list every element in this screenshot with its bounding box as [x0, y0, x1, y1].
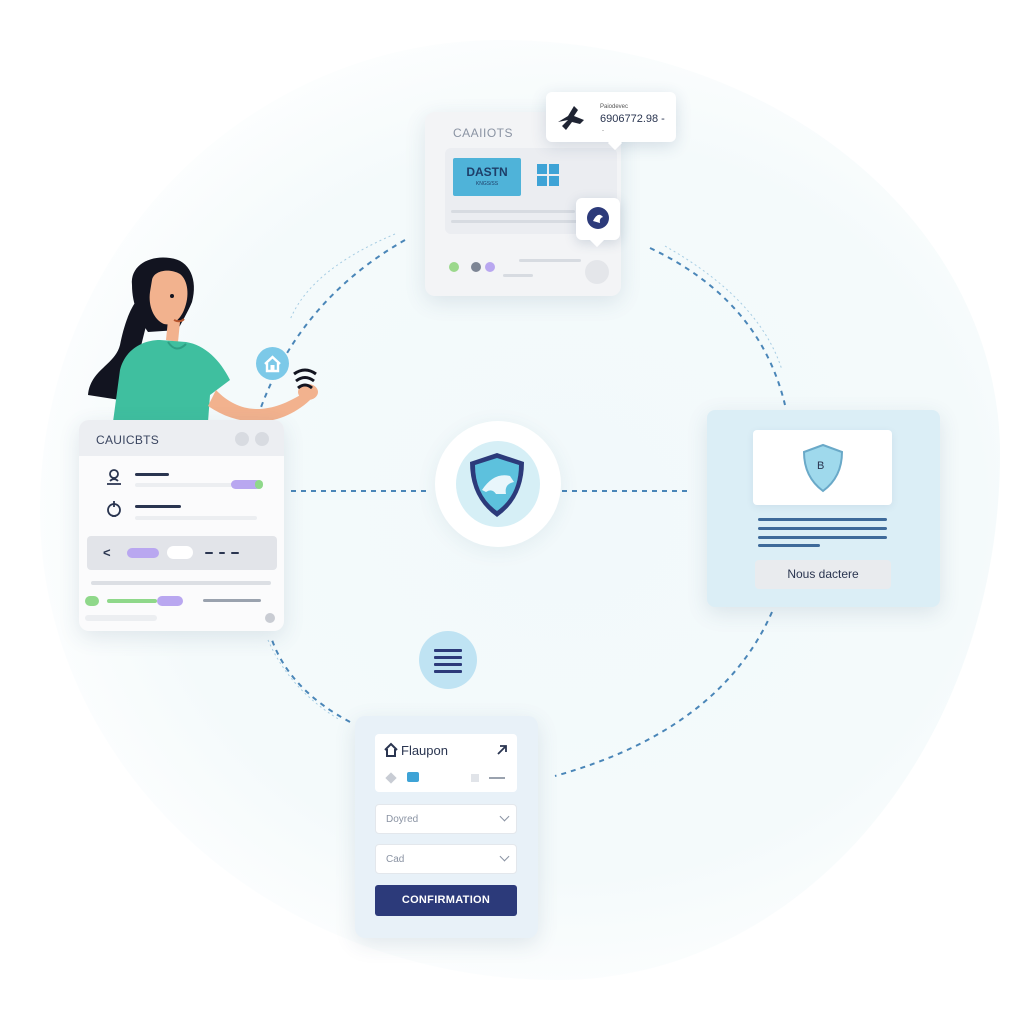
left-card-header: CAUICBTS: [79, 420, 284, 456]
help-icon[interactable]: [265, 613, 275, 623]
cad-select[interactable]: Cad: [375, 844, 517, 874]
user-icon: [107, 469, 121, 485]
value-tooltip: Paiodevec 6906772.98 - -: [546, 92, 676, 151]
timer-icon: [107, 501, 121, 517]
dashboard-button-label: DASTN: [466, 165, 508, 179]
toggle-dot-gray[interactable]: [471, 262, 481, 272]
toggle-switch[interactable]: [231, 480, 261, 489]
windows-icon: [537, 164, 559, 186]
top-card-line: [503, 274, 533, 277]
nav-dash: [219, 552, 225, 554]
home-icon: [384, 742, 398, 757]
chevron-left-icon[interactable]: <: [103, 545, 111, 560]
diamond-icon: [385, 772, 397, 784]
row-value-line: [85, 615, 157, 621]
toggle-knob: [255, 480, 263, 489]
tool-icon: [558, 106, 584, 130]
bottom-card-header: Flaupon: [375, 734, 517, 792]
person-illustration: [88, 257, 318, 422]
dashboard-button[interactable]: DASTN KNGS/SS: [453, 158, 521, 196]
doyred-select-placeholder: Doyred: [386, 814, 419, 825]
row-value-line: [135, 516, 257, 520]
nav-dash: [205, 552, 213, 554]
left-card-title: CAUICBTS: [96, 433, 160, 447]
security-badge-popup[interactable]: [576, 198, 620, 248]
navigation-bar[interactable]: <: [87, 536, 277, 570]
nav-pill[interactable]: [167, 546, 193, 559]
top-card-line: [451, 220, 591, 223]
text-line: [758, 536, 887, 539]
slider-handle[interactable]: [127, 548, 159, 558]
camera-icon: [407, 772, 419, 782]
tooltip-value: 6906772.98 -: [600, 113, 665, 125]
row-value-line: [203, 599, 261, 602]
header-action-icon[interactable]: [235, 432, 249, 446]
top-card-title: CAAIIOTS: [453, 126, 514, 140]
text-line: [758, 544, 820, 547]
text-line: [758, 527, 887, 530]
tooltip-sub: -: [602, 128, 604, 134]
text-line: [758, 518, 887, 521]
menu-icon[interactable]: [419, 631, 477, 689]
header-line: [489, 777, 505, 779]
toggle-switch[interactable]: [85, 596, 99, 606]
right-security-card: B Nous dactere: [707, 410, 940, 607]
doyred-select[interactable]: Doyred: [375, 804, 517, 834]
top-card-circle-button[interactable]: [585, 260, 609, 284]
tooltip-caption: Paiodevec: [600, 104, 629, 110]
row-label-line: [135, 473, 169, 476]
shield-icon: [587, 207, 609, 229]
wifi-icon: [293, 368, 317, 390]
right-card-button[interactable]: Nous dactere: [755, 560, 891, 589]
badge-letter: B: [817, 460, 825, 472]
row-label-line: [135, 505, 181, 508]
bottom-confirmation-card: Flaupon Doyred Cad CONFIRMATION: [355, 716, 538, 938]
dashboard-button-sublabel: KNGS/SS: [475, 181, 499, 187]
square-icon: [471, 774, 479, 782]
row-value-line: [135, 483, 235, 487]
home-icon[interactable]: [256, 347, 289, 380]
header-action-icon[interactable]: [255, 432, 269, 446]
toggle-dot-green[interactable]: [449, 262, 459, 272]
cad-select-placeholder: Cad: [386, 854, 405, 865]
progress-bar: [107, 599, 157, 603]
top-card-line: [519, 259, 581, 262]
external-link-icon[interactable]: [495, 743, 509, 757]
confirmation-button[interactable]: CONFIRMATION: [375, 885, 517, 916]
shield-icon: [802, 443, 844, 493]
shield-icon: [470, 453, 524, 517]
top-card-line: [451, 210, 575, 213]
slider-handle[interactable]: [157, 596, 183, 606]
left-settings-card: CAUICBTS <: [79, 420, 284, 631]
chevron-down-icon: [499, 811, 510, 822]
chevron-down-icon: [499, 851, 510, 862]
nav-dash: [231, 552, 239, 554]
bottom-card-title: Flaupon: [401, 743, 448, 758]
badge-panel: B: [753, 430, 892, 505]
divider-line: [91, 581, 271, 585]
toggle-dot-purple[interactable]: [485, 262, 495, 272]
